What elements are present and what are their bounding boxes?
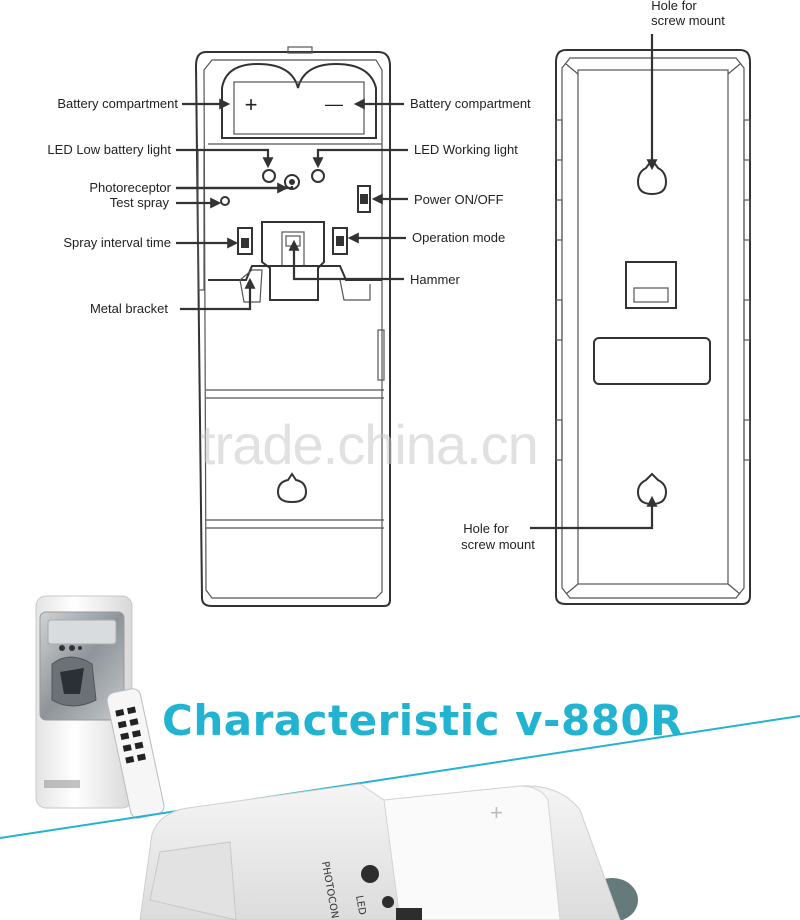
back-view-device: [555, 49, 751, 605]
minus-symbol: —: [325, 94, 343, 114]
headline-title: Characteristic v-880R: [162, 696, 684, 745]
power-switch: [357, 185, 371, 213]
plus-symbol: +: [245, 92, 258, 117]
product-photo: [35, 595, 165, 819]
label-hole-top-2: screw mount: [651, 13, 725, 28]
screw-hole-front: [276, 472, 308, 504]
label-hole-bottom-2: screw mount: [461, 537, 535, 552]
screw-hole-back-top: [636, 158, 668, 196]
accent-line: [0, 715, 800, 839]
label-test-spray: Test spray: [110, 195, 170, 210]
low-battery-led: [262, 169, 276, 183]
closeup-print-led: LED: [353, 895, 367, 916]
watermark: trade.china.cn: [200, 413, 538, 476]
label-battery-left: Battery compartment: [57, 96, 178, 111]
front-view-device: + —: [194, 46, 391, 607]
label-battery-right: Battery compartment: [410, 96, 531, 111]
mode-switch: [332, 227, 348, 255]
label-photoreceptor: Photoreceptor: [89, 180, 171, 195]
label-power: Power ON/OFF: [414, 192, 504, 207]
label-spray-interval: Spray interval time: [63, 235, 171, 250]
label-hammer: Hammer: [410, 272, 461, 287]
label-hole-bottom-1: Hole for: [463, 521, 509, 536]
label-led-low: LED Low battery light: [47, 142, 171, 157]
test-spray-button: [220, 196, 230, 206]
closeup-photo: + PHOTOCON LED: [139, 783, 638, 920]
label-hole-top-1: Hole for: [651, 0, 697, 13]
label-operation-mode: Operation mode: [412, 230, 505, 245]
working-led: [311, 169, 325, 183]
callout-labels: Battery compartment Battery compartment …: [47, 0, 725, 552]
closeup-plus-symbol: +: [490, 800, 503, 825]
callout-lines: [176, 34, 658, 530]
label-led-working: LED Working light: [414, 142, 518, 157]
label-metal-bracket: Metal bracket: [90, 301, 168, 316]
